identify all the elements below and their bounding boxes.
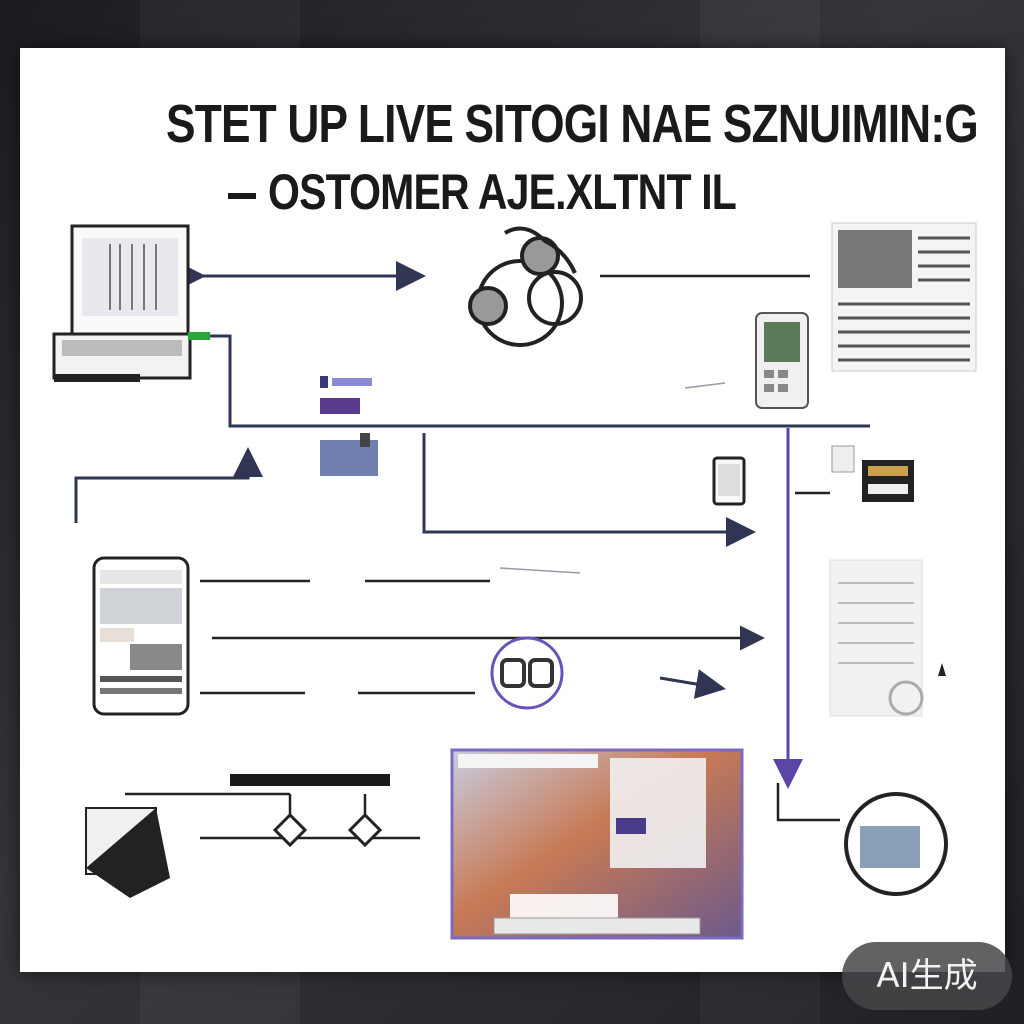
bar-glyph-icon [320,376,378,476]
smartphone-icon [92,556,190,716]
circle-badge-icon [844,792,948,896]
link-icon [490,636,564,710]
gears-icon [468,226,583,347]
flow-diagram [52,222,977,940]
connector-faint [499,567,581,574]
video-screen-icon [450,748,744,940]
phone-icon [712,456,746,506]
connector-left-up [74,447,263,523]
connector-laptop-main [190,334,755,428]
watermark-badge: AI生成 [842,942,1012,1010]
title-dash [228,193,256,199]
laptop-icon [52,224,210,382]
connector-badge [776,783,840,822]
connector-handheld [684,382,726,389]
connector-link-out [659,669,726,699]
connector-group [74,261,870,840]
connector-main-down [422,433,756,547]
page-icon [829,559,946,717]
diagram-poster: STET UP LIVE SITOGI NAE SZNUIMIN:G OSTOM… [20,48,1005,972]
diagram-subtitle: OSTOMER AJE.XLTNT IL [268,164,737,220]
card-reader-icon [831,445,914,502]
diagram-title: STET UP LIVE SITOGI NAE SZNUIMIN:G [166,94,979,154]
newspaper-icon [831,222,977,372]
stand-icon [85,774,390,898]
handheld-icon [755,312,809,409]
